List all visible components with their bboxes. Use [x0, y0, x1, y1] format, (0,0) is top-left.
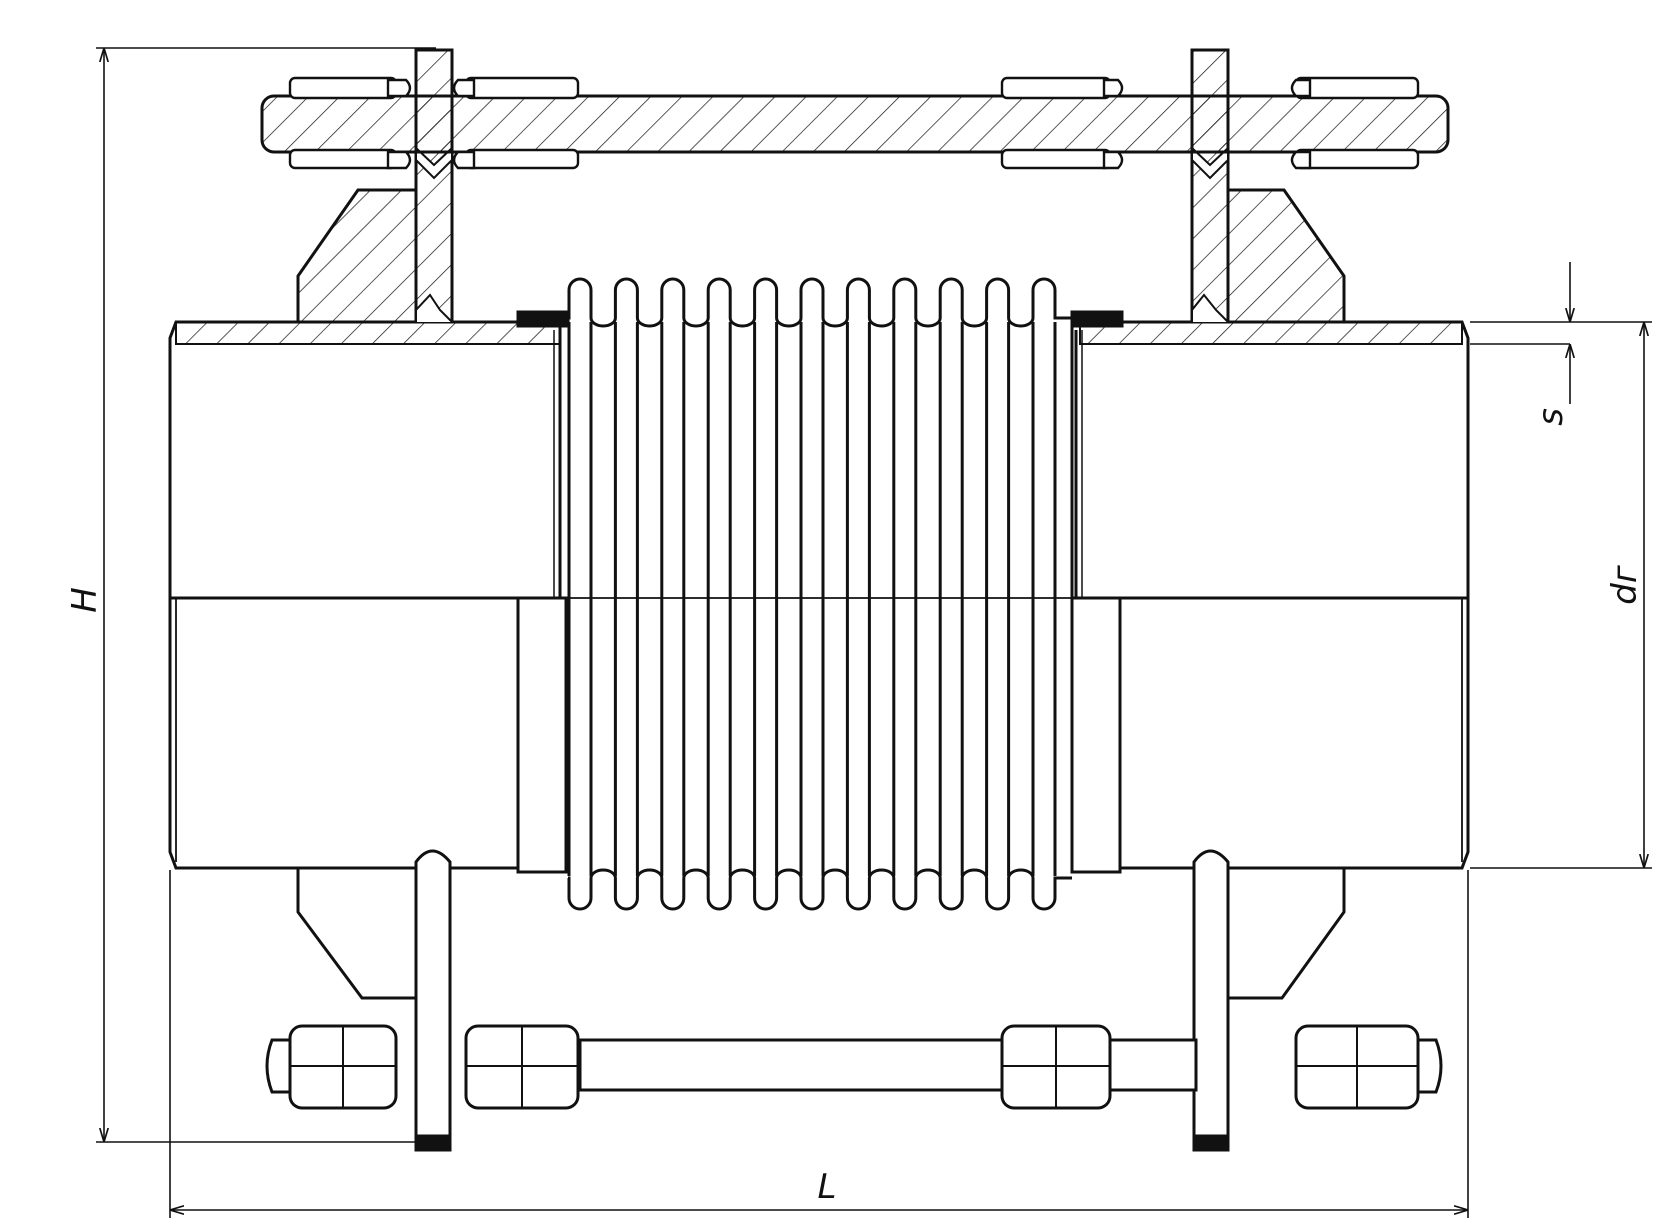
- liner-sleeve: [553, 330, 1083, 598]
- flange-right-lower: [1192, 849, 1346, 1152]
- dimension-label-wall-thickness: s: [1531, 408, 1571, 426]
- pipe-right-lower: [1116, 596, 1470, 870]
- tie-rod-lower: [265, 1024, 1443, 1110]
- nut-group-upper-right: [1000, 76, 1420, 170]
- dimension-label-length: L: [818, 1167, 837, 1207]
- pipe-left-upper: [168, 320, 562, 600]
- flange-left-lower: [296, 849, 452, 1152]
- dimension-text: H L s dг: [65, 408, 1645, 1207]
- pipe-left-lower: [168, 596, 520, 870]
- dimension-lines: [96, 47, 1652, 1218]
- end-collars: [516, 596, 1122, 874]
- dimension-label-diameter: dг: [1605, 564, 1645, 605]
- pipe-right-upper: [1070, 320, 1470, 600]
- bellows-body: [516, 277, 1124, 911]
- tie-rod-upper: [260, 76, 1450, 170]
- dimension-label-height: H: [65, 587, 105, 613]
- nut-group-upper-left: [288, 76, 580, 170]
